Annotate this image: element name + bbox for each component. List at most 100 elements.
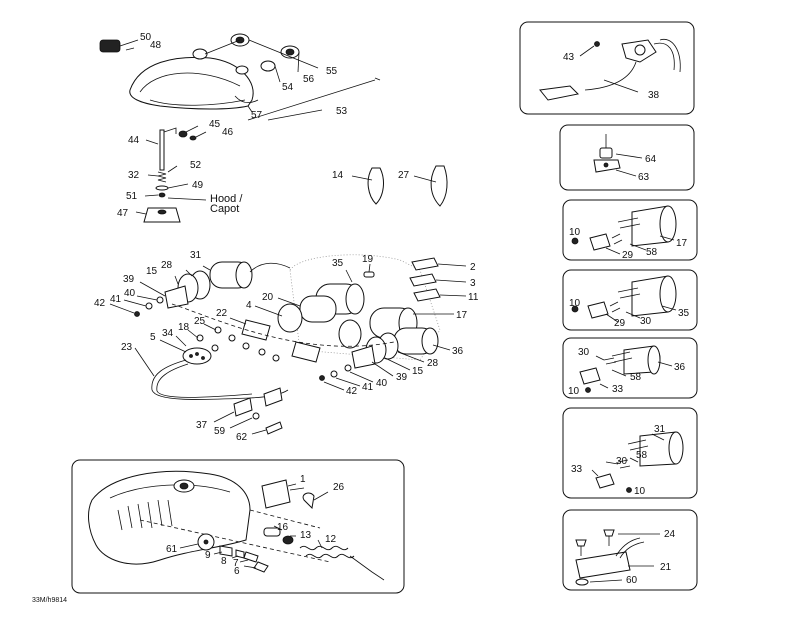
spring-part-32 [157,171,167,183]
gauge-36-detail [579,345,673,393]
callout-42: 42 [94,298,106,309]
callout-p1-38: 38 [648,90,660,101]
callout-50: 50 [140,32,152,43]
callout-7: 7 [233,558,239,569]
callout-12: 12 [325,534,337,545]
callout-42b: 42 [346,386,358,397]
panel-gauge-35 [562,269,698,331]
callout-p6-10: 10 [634,486,646,497]
gauge-17-detail [571,205,677,255]
callout-39: 39 [123,274,135,285]
cable-ties [351,165,448,207]
callout-28: 28 [161,260,173,271]
bulb-part-8 [235,549,245,559]
callout-34: 34 [162,328,174,339]
headlight-assembly [99,33,381,121]
callout-4: 4 [246,300,252,311]
callout-11: 11 [468,292,479,303]
socket-part-7 [243,551,259,563]
callout-p1-43: 43 [563,52,575,63]
callout-36: 36 [452,346,464,357]
socket-part-29b [587,301,609,319]
callout-3: 3 [470,278,476,289]
callout-19: 19 [362,254,374,265]
callout-52: 52 [190,160,202,171]
bulb-part-10b [571,305,579,313]
gauge-35-detail [571,275,677,323]
gauge-31-detail [591,431,684,493]
regulator-assembly [575,529,660,586]
callout-p6-58: 58 [636,450,648,461]
switch-assembly [593,134,643,177]
callout-59: 59 [214,426,226,437]
callout-6: 6 [234,566,240,577]
adjuster-rod-assembly [135,125,207,223]
diagram-code: 33M/h9814 [32,597,67,604]
terminal-part-6 [253,561,269,573]
callout-32: 32 [128,170,140,181]
connector-part-38 [539,85,580,101]
callout-28b: 28 [427,358,439,369]
callout-25: 25 [194,316,206,327]
callout-45: 45 [209,119,221,130]
connector-part-2 [411,257,439,271]
seal-part-13 [282,535,294,545]
callout-p4-35: 35 [678,308,690,319]
washer-part-40b [344,364,352,372]
callout-44: 44 [128,135,140,146]
callout-61: 61 [166,544,178,555]
callout-37: 37 [196,420,208,431]
callout-p3-17: 17 [676,238,688,249]
nut-part-43 [594,41,600,47]
callout-56: 56 [303,74,315,85]
switch-part-64 [599,147,613,159]
sensor-assembly [539,38,681,101]
callout-49: 49 [192,180,204,191]
callout-8: 8 [221,556,227,567]
ring-part-54 [260,60,276,72]
bulb-part-10c [585,387,591,393]
callout-p3-29: 29 [622,250,634,261]
callout-p5-58: 58 [630,372,642,383]
callout-55: 55 [326,66,338,77]
callout-p5-36: 36 [674,362,686,373]
callout-13: 13 [300,530,312,541]
callout-53: 53 [336,106,348,117]
bracket-part-50 [99,39,121,53]
washer-part-60 [575,578,589,586]
callout-48: 48 [150,40,162,51]
callout-40: 40 [124,288,136,299]
clip-part-26 [302,492,315,510]
callout-p5-10: 10 [568,386,580,397]
callout-35: 35 [332,258,344,269]
nut-part-42 [134,311,140,317]
taillight-assembly [88,470,385,581]
callout-p4-10: 10 [569,298,581,309]
gauge-cluster-assembly [109,254,467,435]
callout-57: 57 [251,110,263,121]
panel-switch [559,124,695,191]
bulb-part-16 [263,527,281,537]
callout-26: 26 [333,482,345,493]
callout-27: 27 [398,170,410,181]
callout-p2-63: 63 [638,172,650,183]
callout-23: 23 [121,342,133,353]
headlight-housing [129,56,254,110]
bracket-part-22b [291,341,321,363]
bulb-part-10d [626,487,632,493]
callout-41: 41 [110,294,122,305]
ring-part-17b [338,319,362,349]
socket-part-37 [233,397,253,417]
connector-part-3 [409,273,437,287]
callout-54: 54 [282,82,294,93]
tie-part-14 [367,167,384,205]
callout-1: 1 [300,474,306,485]
callout-40b: 40 [376,378,388,389]
socket-part-33 [579,367,601,385]
panel-sensor [519,21,695,115]
callout-p7-60: 60 [626,575,638,586]
washer-part-46 [189,135,197,141]
callout-16: 16 [277,522,289,533]
tie-part-27 [430,165,448,207]
